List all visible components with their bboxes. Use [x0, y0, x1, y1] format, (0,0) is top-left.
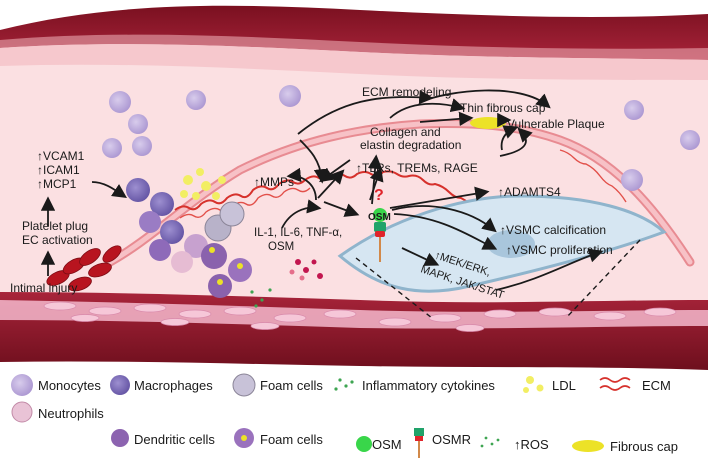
legend-monocytes: Monocytes [38, 378, 101, 393]
legend-ecm: ECM [642, 378, 671, 393]
label-ecm-remodeling: ECM remodeling [362, 85, 451, 99]
label-intimal-injury: Intimal injury [10, 281, 77, 295]
label-vsmc-proliferation: ↑VSMC proliferation [506, 243, 613, 257]
label-vulnerable-plaque: Vulnerable Plaque [507, 117, 605, 131]
legend-ros: ↑ROS [514, 437, 549, 452]
label-thin-fibrous-cap: Thin fibrous cap [460, 101, 546, 115]
label-osm-receptor: OSM [368, 212, 391, 223]
label-adamts4: ↑ADAMTS4 [498, 185, 561, 199]
vsmc-nucleus [487, 230, 535, 258]
question-mark: ? [374, 187, 384, 204]
label-vcam1: ↑VCAM1 [37, 149, 85, 163]
legend-macrophages: Macrophages [134, 378, 213, 393]
label-osm-cytokine: OSM [268, 241, 294, 253]
immune-cell-cluster [126, 178, 252, 298]
label-vsmc-calcification: ↑VSMC calcification [500, 223, 606, 237]
label-collagen-2: elastin degradation [360, 138, 461, 152]
fibrous-cap [470, 117, 506, 129]
label-ec-activation: EC activation [22, 233, 93, 247]
legend-fibrous-cap: Fibrous cap [610, 439, 678, 454]
label-icam1: ↑ICAM1 [37, 163, 80, 177]
label-mcp1: ↑MCP1 [37, 177, 77, 191]
arrows [40, 89, 604, 291]
osm-receptor [373, 208, 387, 262]
legend-dendritic-cells: Dendritic cells [134, 432, 215, 447]
legend: Monocytes Macrophages Foam cells Inflamm… [11, 373, 678, 458]
media-smooth-muscle-cells [43, 301, 677, 332]
label-cytokines-list: IL-1, IL-6, TNF-α, [254, 227, 342, 239]
legend-neutrophils: Neutrophils [38, 406, 104, 421]
legend-ldl: LDL [552, 378, 576, 393]
ldl-particles [180, 168, 226, 200]
vsmc-cell [337, 194, 667, 319]
circulating-cells [102, 85, 700, 191]
legend-inflammatory-cytokines: Inflammatory cytokines [362, 378, 495, 393]
legend-osm: OSM [372, 437, 402, 452]
platelet-plug [46, 245, 122, 292]
label-collagen-1: Collagen and [370, 125, 441, 139]
vessel-media-top [0, 34, 708, 80]
label-platelet-plug: Platelet plug [22, 219, 88, 233]
label-mmps: ↑MMPs [254, 175, 294, 189]
legend-foam-cells-2: Foam cells [260, 432, 323, 447]
label-tlrs: ↑TLRs, TREMs, RAGE [356, 161, 478, 175]
legend-osmr: OSMR [432, 432, 471, 447]
vessel-wall-top [0, 5, 708, 60]
legend-foam-cells-1: Foam cells [260, 378, 323, 393]
cytokine-dots [250, 259, 323, 308]
